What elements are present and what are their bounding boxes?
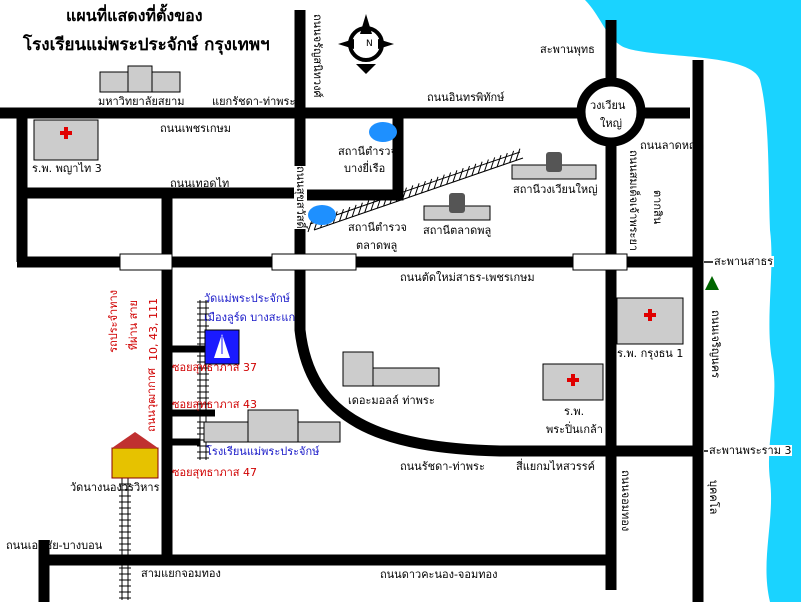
railway-tie (408, 185, 414, 198)
map-title-line2: โรงเรียนแม่พระประจักษ์ กรุงเทพฯ (23, 35, 270, 55)
hospital-pinklao-icon (542, 363, 604, 401)
place-mahaisawan-junction: สี่แยกมไหสวรรค์ (516, 460, 596, 473)
railway-tie (433, 176, 439, 189)
railway-tie (414, 183, 420, 196)
railway-tie (502, 152, 508, 166)
railway-tie (364, 200, 370, 213)
place-station-talat-phlu: สถานีตลาดพลู (423, 224, 492, 237)
bus-info-line3: 10, 43, 111 (147, 298, 160, 361)
place-hospital-pinklao: ร.พ. (564, 405, 585, 418)
place-church: วัดแม่พระประจักษ์ (204, 292, 290, 305)
place-hospital-krung-thon: ร.พ. กรุงธน 1 (617, 347, 684, 360)
railway-tie (389, 191, 395, 205)
soi-37-label: ซอยสุทธาภาส 37 (172, 361, 258, 374)
road-label-lat-ya: ถนนลาดหญ้า (640, 139, 705, 152)
soi-47-label: ซอยสุทธาภาส 47 (172, 466, 258, 479)
bridge-label-sathon: สะพานสาธร (713, 255, 775, 268)
hospital-icon (33, 119, 99, 161)
road-label-tat-mai: ถนนตัดใหม่สาธร-เพชรเกษม (400, 271, 535, 284)
railway-tie (376, 196, 382, 209)
bus-info-line2: ที่ผ่าน สาย (127, 300, 140, 351)
place-police-talat-phlu-2: ตลาดพลู (356, 239, 398, 252)
railway-tie (439, 174, 445, 187)
road-label-charan: ถนนจรัญสนิทวงศ์ (311, 14, 324, 98)
bridge-label-rama3: สะพานพระราม 3 (708, 444, 793, 457)
railway-tie (471, 163, 477, 176)
railway-tie (339, 209, 344, 222)
place-hospital-pinklao-2: พระปิ่นเกล้า (546, 423, 603, 436)
place-wongwian: วงเวียน (590, 99, 626, 112)
place-police-boat-2: บางยี่เรือ (344, 162, 386, 175)
railway-tie (477, 161, 483, 174)
place-station-wongwian: สถานีวงเวียนใหญ่ (513, 183, 598, 196)
place-wat-nang-nong: วัดนางนองวรวิหาร (70, 481, 160, 494)
road-label-ratchada-top: แยกรัชดา-ท่าพระ (212, 95, 296, 108)
place-church-2: เมืองลูร์ด บางสะแก (204, 311, 296, 324)
road-label-ekkachai: ถนนเอกชัย-บางบอน (6, 539, 103, 552)
place-police-boat: สถานีตำรวจ (338, 145, 397, 158)
railway-tie (509, 150, 515, 164)
railway-tie (490, 157, 496, 170)
soi-43-label: ซอยสุทธาภาส 43 (172, 398, 258, 411)
railway-tie (515, 148, 521, 161)
railway-tie (427, 178, 433, 192)
road-label-inthara: ถนนอินทรพิทักษ์ (427, 91, 505, 104)
railway-tie (370, 198, 376, 211)
road-label-bang-waek: ถนนสุขสวัสดิ์ (294, 166, 307, 229)
bus-info-line1: รถประจำทาง (107, 290, 120, 353)
train-icon (546, 152, 562, 172)
place-police-talat-phlu: สถานีตำรวจ (348, 221, 407, 234)
railway-tie (483, 159, 489, 172)
railway-tie (465, 165, 470, 179)
road-label-charoen-nakhon: ถนนเจริญนคร (709, 310, 722, 378)
road-label-bukkhalo: บุคคโล (707, 480, 720, 515)
railway-tie (345, 206, 351, 220)
road-label-dao-khanong: ถนนดาวคะนอง-จอมทอง (380, 568, 498, 581)
place-wongwian-2: ใหญ่ (600, 117, 622, 130)
place-the-mall: เดอะมอลล์ ท่าพระ (348, 394, 435, 407)
railway-tie (402, 187, 407, 200)
road-label-ratchada: ถนนรัชดา-ท่าพระ (400, 460, 485, 473)
train-icons (449, 152, 562, 213)
place-hospital-phayathai3: ร.พ. พญาไท 3 (32, 162, 102, 175)
road-label-thoet: ถนนเทอดไท (170, 177, 230, 190)
railway-tie (395, 189, 401, 202)
railway-tie (420, 180, 426, 194)
railway-tie (458, 168, 464, 181)
building-icons (33, 65, 684, 443)
road-label-sam-yaek: สามแยกจอมทอง (141, 567, 221, 580)
railway-tie (446, 172, 452, 185)
compass-icon (338, 14, 394, 74)
road-label-jom-thong: ถนนจอมทอง (619, 470, 632, 532)
boat-icons (308, 122, 397, 225)
place-school: โรงเรียนแม่พระประจักษ์ (206, 445, 320, 458)
wongwian-yai-roundabout (576, 77, 646, 147)
church-icon (204, 329, 240, 365)
road-label-wutthakat: ถนนวุฒากาศ (145, 368, 158, 432)
river (585, 0, 801, 602)
bridge-boxes (119, 253, 628, 271)
map-title-line1: แผนที่แสดงที่ตั้งของ (66, 6, 203, 25)
railway-tie (452, 170, 458, 183)
road-label-somdet: ถนนสมเด็จเจ้าพระยา (627, 150, 640, 252)
railway-tie (351, 204, 357, 218)
tree-icon (705, 276, 719, 290)
railway-tie (357, 202, 363, 215)
railway-tie (383, 193, 389, 207)
bridge-label-phut: สะพานพุทธ (540, 43, 595, 56)
railway-tie (307, 219, 313, 233)
boat-icon (369, 122, 397, 142)
boat-icon (308, 205, 336, 225)
railway-tie (496, 155, 502, 168)
road-label-tak-sin: ตากสิน (651, 190, 664, 225)
train-icon (449, 193, 465, 213)
hospital-crosses (60, 127, 656, 386)
road-label-phet: ถนนเพชรเกษม (160, 122, 232, 135)
temple-icon (111, 432, 159, 479)
place-siam-university: มหาวิทยาลัยสยาม (98, 95, 185, 108)
compass-label: N (366, 39, 373, 49)
